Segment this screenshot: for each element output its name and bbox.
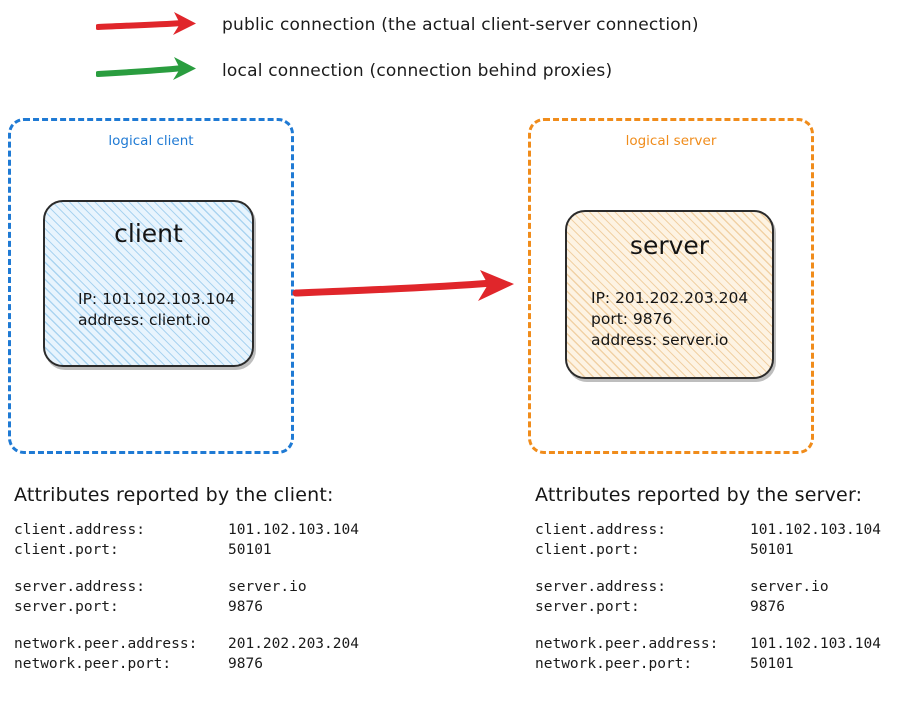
attribute-value: 9876 [750, 599, 785, 615]
attribute-row: server.address: server.io [14, 577, 359, 597]
attribute-key: server.address: [14, 579, 145, 595]
attribute-key: network.peer.address: [535, 636, 719, 652]
attribute-row: client.port: 50101 [535, 540, 881, 560]
logical-client-container: logical client [8, 118, 294, 454]
legend-label-public: public connection (the actual client-ser… [222, 15, 699, 35]
attribute-value: 50101 [750, 656, 794, 672]
attribute-group: client.address: 101.102.103.104 client.p… [14, 520, 359, 560]
attribute-value: 50101 [228, 542, 272, 558]
server-node-details: IP: 201.202.203.204 port: 9876 address: … [591, 288, 748, 351]
attribute-group: network.peer.address: 101.102.103.104 ne… [535, 634, 881, 674]
attribute-row: server.port: 9876 [14, 597, 359, 617]
attribute-key: network.peer.port: [535, 656, 693, 672]
attribute-key: client.port: [535, 542, 640, 558]
attribute-value: 9876 [228, 599, 263, 615]
attribute-key: client.address: [14, 522, 145, 538]
attribute-value: 101.102.103.104 [750, 522, 881, 538]
attribute-row: network.peer.port: 50101 [535, 654, 881, 674]
server-node-port: port: 9876 [591, 310, 673, 328]
attribute-key: client.address: [535, 522, 666, 538]
attribute-row: server.port: 9876 [535, 597, 881, 617]
attribute-value: server.io [750, 579, 829, 595]
attribute-value: 50101 [750, 542, 794, 558]
attribute-value: server.io [228, 579, 307, 595]
attribute-group: network.peer.address: 201.202.203.204 ne… [14, 634, 359, 674]
public-connection-arrow-icon [288, 262, 528, 314]
attribute-row: client.address: 101.102.103.104 [14, 520, 359, 540]
server-node-ip: IP: 201.202.203.204 [591, 289, 749, 307]
attribute-group: server.address: server.io server.port: 9… [14, 577, 359, 617]
attribute-key: network.peer.port: [14, 656, 172, 672]
attribute-key: server.address: [535, 579, 666, 595]
logical-server-label: logical server [625, 133, 717, 149]
attribute-value: 9876 [228, 656, 263, 672]
server-node[interactable]: server IP: 201.202.203.204 port: 9876 ad… [565, 210, 774, 379]
legend-row-public: public connection (the actual client-ser… [0, 8, 900, 42]
attribute-key: client.port: [14, 542, 119, 558]
legend: public connection (the actual client-ser… [0, 0, 900, 108]
attribute-value: 101.102.103.104 [750, 636, 881, 652]
attribute-key: server.port: [535, 599, 640, 615]
attribute-row: network.peer.address: 101.102.103.104 [535, 634, 881, 654]
attributes-server-heading: Attributes reported by the server: [535, 484, 863, 506]
client-node-address: address: client.io [78, 311, 211, 329]
attribute-row: client.port: 50101 [14, 540, 359, 560]
attribute-group: server.address: server.io server.port: 9… [535, 577, 881, 617]
attribute-row: network.peer.port: 9876 [14, 654, 359, 674]
attribute-key: server.port: [14, 599, 119, 615]
client-node[interactable]: client IP: 101.102.103.104 address: clie… [43, 200, 254, 367]
attribute-row: server.address: server.io [535, 577, 881, 597]
server-node-address: address: server.io [591, 331, 729, 349]
client-node-title: client [114, 219, 183, 248]
attribute-value: 201.202.203.204 [228, 636, 359, 652]
attributes-client-heading: Attributes reported by the client: [14, 484, 334, 506]
legend-row-local: local connection (connection behind prox… [0, 54, 900, 88]
green-arrow-icon [95, 54, 216, 88]
logical-server-container: logical server [528, 118, 814, 454]
attributes-reported-by-client: Attributes reported by the client: clien… [14, 484, 359, 674]
client-node-details: IP: 101.102.103.104 address: client.io [78, 289, 235, 331]
attribute-row: client.address: 101.102.103.104 [535, 520, 881, 540]
logical-client-label: logical client [108, 133, 194, 149]
attribute-value: 101.102.103.104 [228, 522, 359, 538]
server-node-title: server [629, 231, 710, 260]
legend-label-local: local connection (connection behind prox… [222, 61, 613, 81]
attribute-key: network.peer.address: [14, 636, 198, 652]
attribute-group: client.address: 101.102.103.104 client.p… [535, 520, 881, 560]
attributes-reported-by-server: Attributes reported by the server: clien… [535, 484, 881, 674]
client-node-ip: IP: 101.102.103.104 [78, 290, 236, 308]
red-arrow-icon [95, 8, 216, 42]
attribute-row: network.peer.address: 201.202.203.204 [14, 634, 359, 654]
